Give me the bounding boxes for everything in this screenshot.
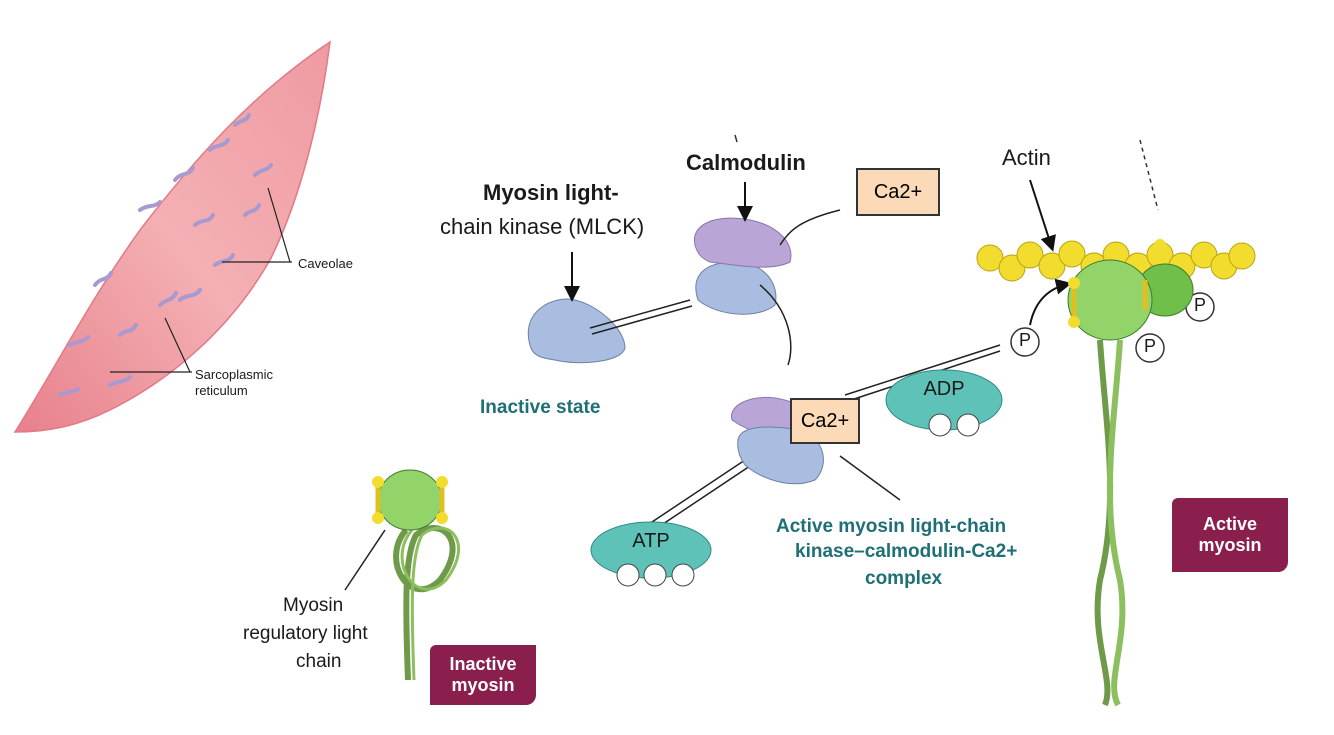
mlck-inactive-shape bbox=[527, 298, 626, 364]
active-myosin-shape bbox=[1067, 239, 1194, 707]
ca-ion-box-complex: Ca2+ bbox=[790, 398, 860, 444]
label-atp: ATP bbox=[632, 530, 670, 552]
sarcoplasmic-reticulum-squiggles bbox=[58, 113, 273, 397]
label-phosphate-2: P bbox=[1143, 336, 1156, 356]
label-sarcoplasmic-1: Sarcoplasmic bbox=[195, 367, 274, 382]
badge-active-line1: Active bbox=[1202, 514, 1258, 534]
label-caveolae: Caveolae bbox=[298, 256, 353, 271]
label-calmodulin: Calmodulin bbox=[686, 150, 806, 175]
ca-ion-box-top: Ca2+ bbox=[856, 168, 940, 216]
badge-inactive-line2: myosin bbox=[451, 675, 515, 695]
label-phosphate-1: P bbox=[1193, 295, 1206, 315]
smooth-muscle-cell bbox=[13, 40, 331, 433]
label-mrlc-3: chain bbox=[296, 651, 342, 672]
phosphate-circle-free bbox=[1010, 327, 1040, 357]
label-phosphate-free: P bbox=[1018, 330, 1031, 350]
label-complex-3: complex bbox=[865, 568, 943, 589]
label-actin: Actin bbox=[1002, 145, 1051, 170]
label-mrlc-2: regulatory light bbox=[243, 623, 368, 644]
badge-inactive-line1: Inactive bbox=[449, 654, 517, 674]
badge-inactive-myosin: Inactive myosin bbox=[430, 645, 536, 705]
label-sarcoplasmic-2: reticulum bbox=[195, 383, 248, 398]
label-adp: ADP bbox=[923, 378, 965, 400]
label-inactive-state: Inactive state bbox=[480, 397, 601, 418]
phosphate-circle-2 bbox=[1135, 333, 1165, 363]
inactive-myosin-shape bbox=[372, 469, 460, 681]
label-complex-1: Active myosin light-chain bbox=[776, 516, 1007, 537]
calmodulin-mlck-shape bbox=[694, 217, 792, 315]
label-complex-2: kinase–calmodulin-Ca2+ bbox=[795, 541, 1018, 562]
badge-active-line2: myosin bbox=[1198, 535, 1262, 555]
label-mlck-1: Myosin light- bbox=[483, 180, 619, 205]
label-mrlc-1: Myosin bbox=[283, 595, 344, 616]
label-mlck-2: chain kinase (MLCK) bbox=[440, 214, 645, 239]
badge-active-myosin: Active myosin bbox=[1172, 498, 1288, 572]
